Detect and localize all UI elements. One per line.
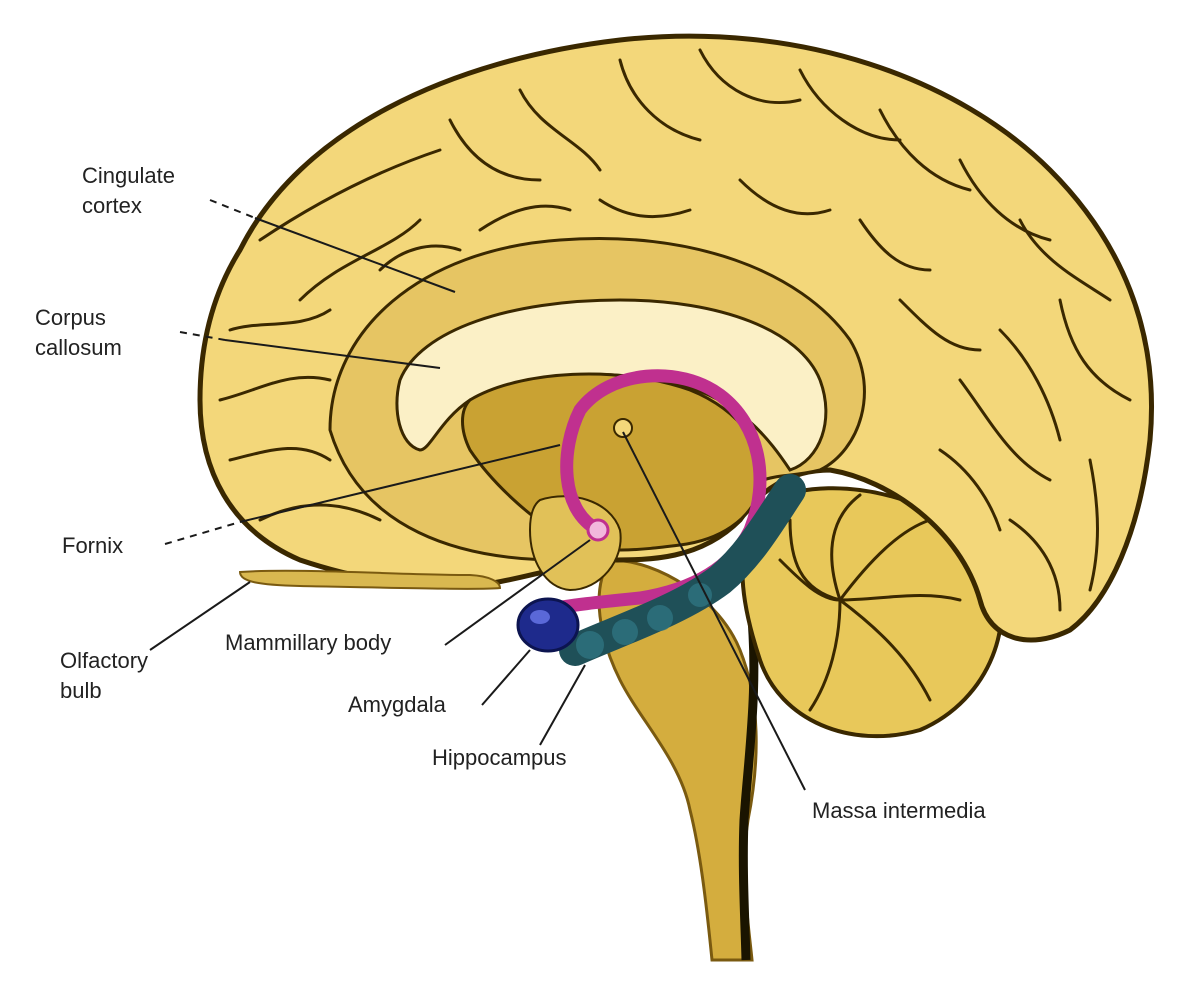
label-cingulate-cortex-line2: cortex [82, 193, 142, 218]
label-olfactory-bulb-line1: Olfactory [60, 648, 148, 673]
label-fornix: Fornix [62, 533, 123, 558]
label-amygdala: Amygdala [348, 692, 447, 717]
label-corpus-callosum-line1: Corpus [35, 305, 106, 330]
label-massa-intermedia: Massa intermedia [812, 798, 986, 823]
massa-intermedia-marker [614, 419, 632, 437]
label-olfactory-bulb-line2: bulb [60, 678, 102, 703]
amygdala-highlight [530, 610, 550, 624]
label-cingulate-cortex-line1: Cingulate [82, 163, 175, 188]
label-corpus-callosum-line2: callosum [35, 335, 122, 360]
amygdala [518, 599, 578, 651]
label-mammillary-body: Mammillary body [225, 630, 391, 655]
label-hippocampus: Hippocampus [432, 745, 567, 770]
mammillary-body [588, 520, 608, 540]
